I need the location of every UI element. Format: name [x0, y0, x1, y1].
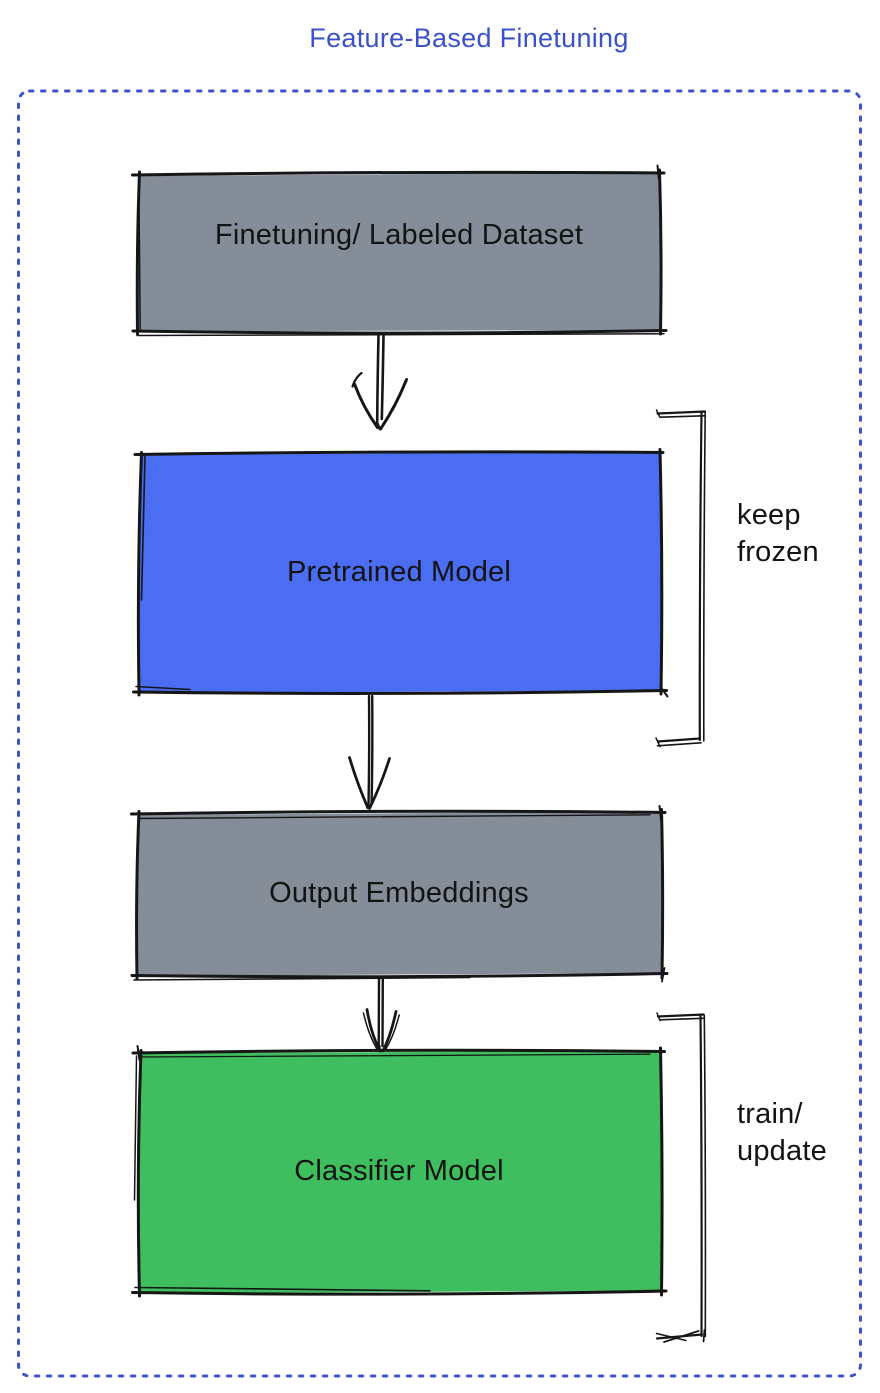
arrow-embeddings-to-classifier — [362, 976, 400, 1059]
pretrained-node-fill — [138, 452, 662, 693]
keep-frozen-label-line2: frozen — [737, 536, 819, 568]
classifier-node-fill — [138, 1050, 662, 1294]
arrow-dataset-to-pretrained — [351, 334, 408, 431]
dataset-node-box — [131, 164, 668, 337]
train-update-label-line1: train/ — [737, 1098, 803, 1130]
embeddings-node-box — [130, 805, 669, 983]
diagram-title: Feature-Based Finetuning — [309, 23, 629, 53]
embeddings-node-fill — [136, 811, 663, 976]
keep-frozen-bracket — [655, 409, 707, 748]
train-update-label: train/ update — [737, 1096, 827, 1170]
embeddings-node-label: Output Embeddings — [269, 877, 529, 909]
pretrained-node-box — [132, 448, 669, 698]
train-update-bracket — [655, 1012, 707, 1343]
arrow-pretrained-to-embeddings — [348, 694, 391, 810]
dataset-node-fill — [137, 172, 662, 332]
keep-frozen-label: keep frozen — [737, 497, 819, 571]
classifier-node-box — [131, 1045, 668, 1298]
train-update-label-line2: update — [737, 1135, 827, 1167]
dataset-node-label: Finetuning/ Labeled Dataset — [214, 219, 584, 251]
pretrained-node-label: Pretrained Model — [286, 555, 512, 588]
classifier-node-label: Classifier Model — [294, 1155, 504, 1187]
keep-frozen-label-line1: keep — [737, 499, 801, 531]
container-dashed-border — [17, 89, 862, 1378]
